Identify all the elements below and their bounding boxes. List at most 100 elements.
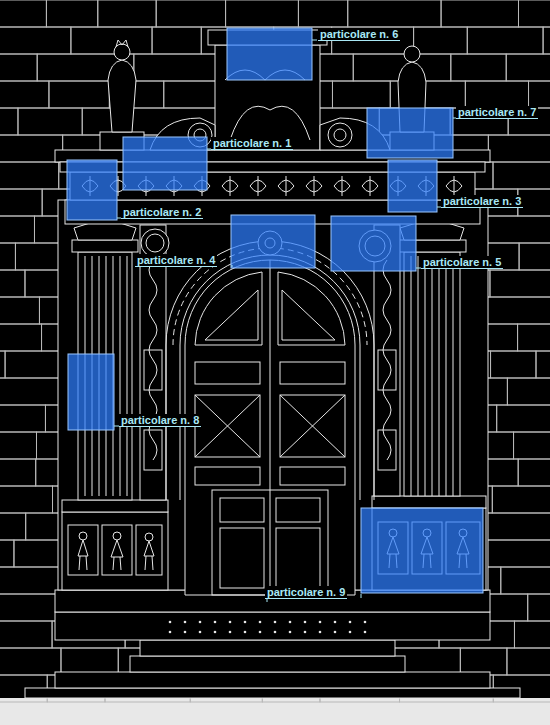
wall-stone (467, 27, 543, 54)
step (140, 640, 395, 656)
stud (244, 631, 247, 634)
drawing-line (378, 430, 396, 470)
wall-stone (519, 243, 550, 270)
detail-box (67, 160, 117, 220)
stud (199, 621, 202, 624)
flute (120, 256, 121, 496)
wall-stone (451, 54, 506, 81)
callout-label: particolare n. 6 (318, 28, 400, 41)
wall-stone (460, 648, 507, 675)
wall-stone (98, 0, 156, 27)
wall-stone (0, 540, 14, 567)
drawing-line (280, 467, 345, 485)
wall-stone (156, 0, 225, 27)
wall-stone (226, 0, 299, 27)
callout-label: particolare n. 1 (211, 137, 293, 150)
relief-panel (136, 525, 162, 575)
drawing-line (116, 40, 128, 47)
detail-box (361, 508, 483, 593)
stud (364, 621, 367, 624)
stud (334, 621, 337, 624)
flute (127, 256, 128, 496)
stud (349, 631, 352, 634)
stud (199, 631, 202, 634)
drawing-line (195, 362, 260, 384)
wall-stone (0, 270, 25, 297)
pedestal-cap (372, 496, 486, 508)
wall-stone (501, 567, 550, 594)
drawing-line (144, 430, 162, 470)
stud (169, 621, 172, 624)
detail-box (123, 137, 207, 190)
flute (425, 256, 426, 496)
stone-wall (0, 0, 550, 702)
drawing-line (378, 350, 396, 390)
wall-stone (514, 432, 550, 459)
capital-abacus (72, 240, 138, 252)
drawing-line (195, 467, 260, 485)
detail-box (331, 216, 416, 271)
frieze-leaf (334, 176, 350, 196)
drawing-line (231, 266, 233, 267)
callout-label: particolare n. 8 (119, 414, 201, 427)
flute (418, 256, 419, 496)
wall-stone (0, 189, 42, 216)
wall-stone (497, 405, 550, 432)
wall-stone (0, 0, 46, 27)
wall-stone (348, 0, 441, 27)
wall-stone (491, 351, 536, 378)
drawing-line (195, 395, 345, 457)
wall-stone (529, 81, 550, 108)
drawing-line (280, 362, 345, 384)
drawing-line (220, 498, 264, 522)
wall-stone (514, 621, 550, 648)
wall-stone (518, 0, 550, 27)
stud (349, 621, 352, 624)
wall-stone (71, 27, 152, 54)
wall-stone (506, 54, 550, 81)
drawing-line (144, 350, 162, 390)
medallion (141, 229, 169, 257)
stud (289, 621, 292, 624)
wall-stone (0, 297, 39, 324)
wall-stone (518, 324, 550, 351)
stud (319, 631, 322, 634)
step (25, 688, 520, 698)
frieze-leaf (250, 176, 266, 196)
stud (244, 621, 247, 624)
frieze-leaf (278, 176, 294, 196)
stud (169, 631, 172, 634)
callout-label: particolare n. 3 (441, 195, 523, 208)
wall-stone (0, 54, 37, 81)
drawing-line (212, 490, 328, 595)
drawing-line (205, 290, 258, 340)
wall-stone (492, 486, 550, 513)
stud (184, 631, 187, 634)
wall-stone (298, 0, 347, 27)
drawing-line (276, 528, 320, 588)
drawing-line (328, 123, 352, 147)
drawing-line (282, 290, 335, 340)
wall-stone (0, 459, 36, 486)
stud (214, 621, 217, 624)
leader-lines (114, 40, 456, 602)
stud (304, 631, 307, 634)
wall-stone (18, 108, 82, 135)
stud (229, 631, 232, 634)
relief-panel (68, 525, 98, 575)
wall-stone (528, 594, 550, 621)
wall-stone (332, 81, 390, 108)
wall-stone (0, 405, 45, 432)
wall-stone (0, 432, 36, 459)
drawing-line (111, 540, 123, 570)
drawing-line (78, 540, 88, 570)
medallion-portrait (146, 234, 164, 252)
wall-stone (536, 351, 550, 378)
wall-stone (0, 486, 53, 513)
wall-stone (61, 648, 118, 675)
wall-stone (518, 459, 550, 486)
door-joint (270, 260, 271, 595)
statue-head (404, 46, 420, 62)
frieze-leaf (222, 176, 238, 196)
wall-stone (0, 81, 49, 108)
